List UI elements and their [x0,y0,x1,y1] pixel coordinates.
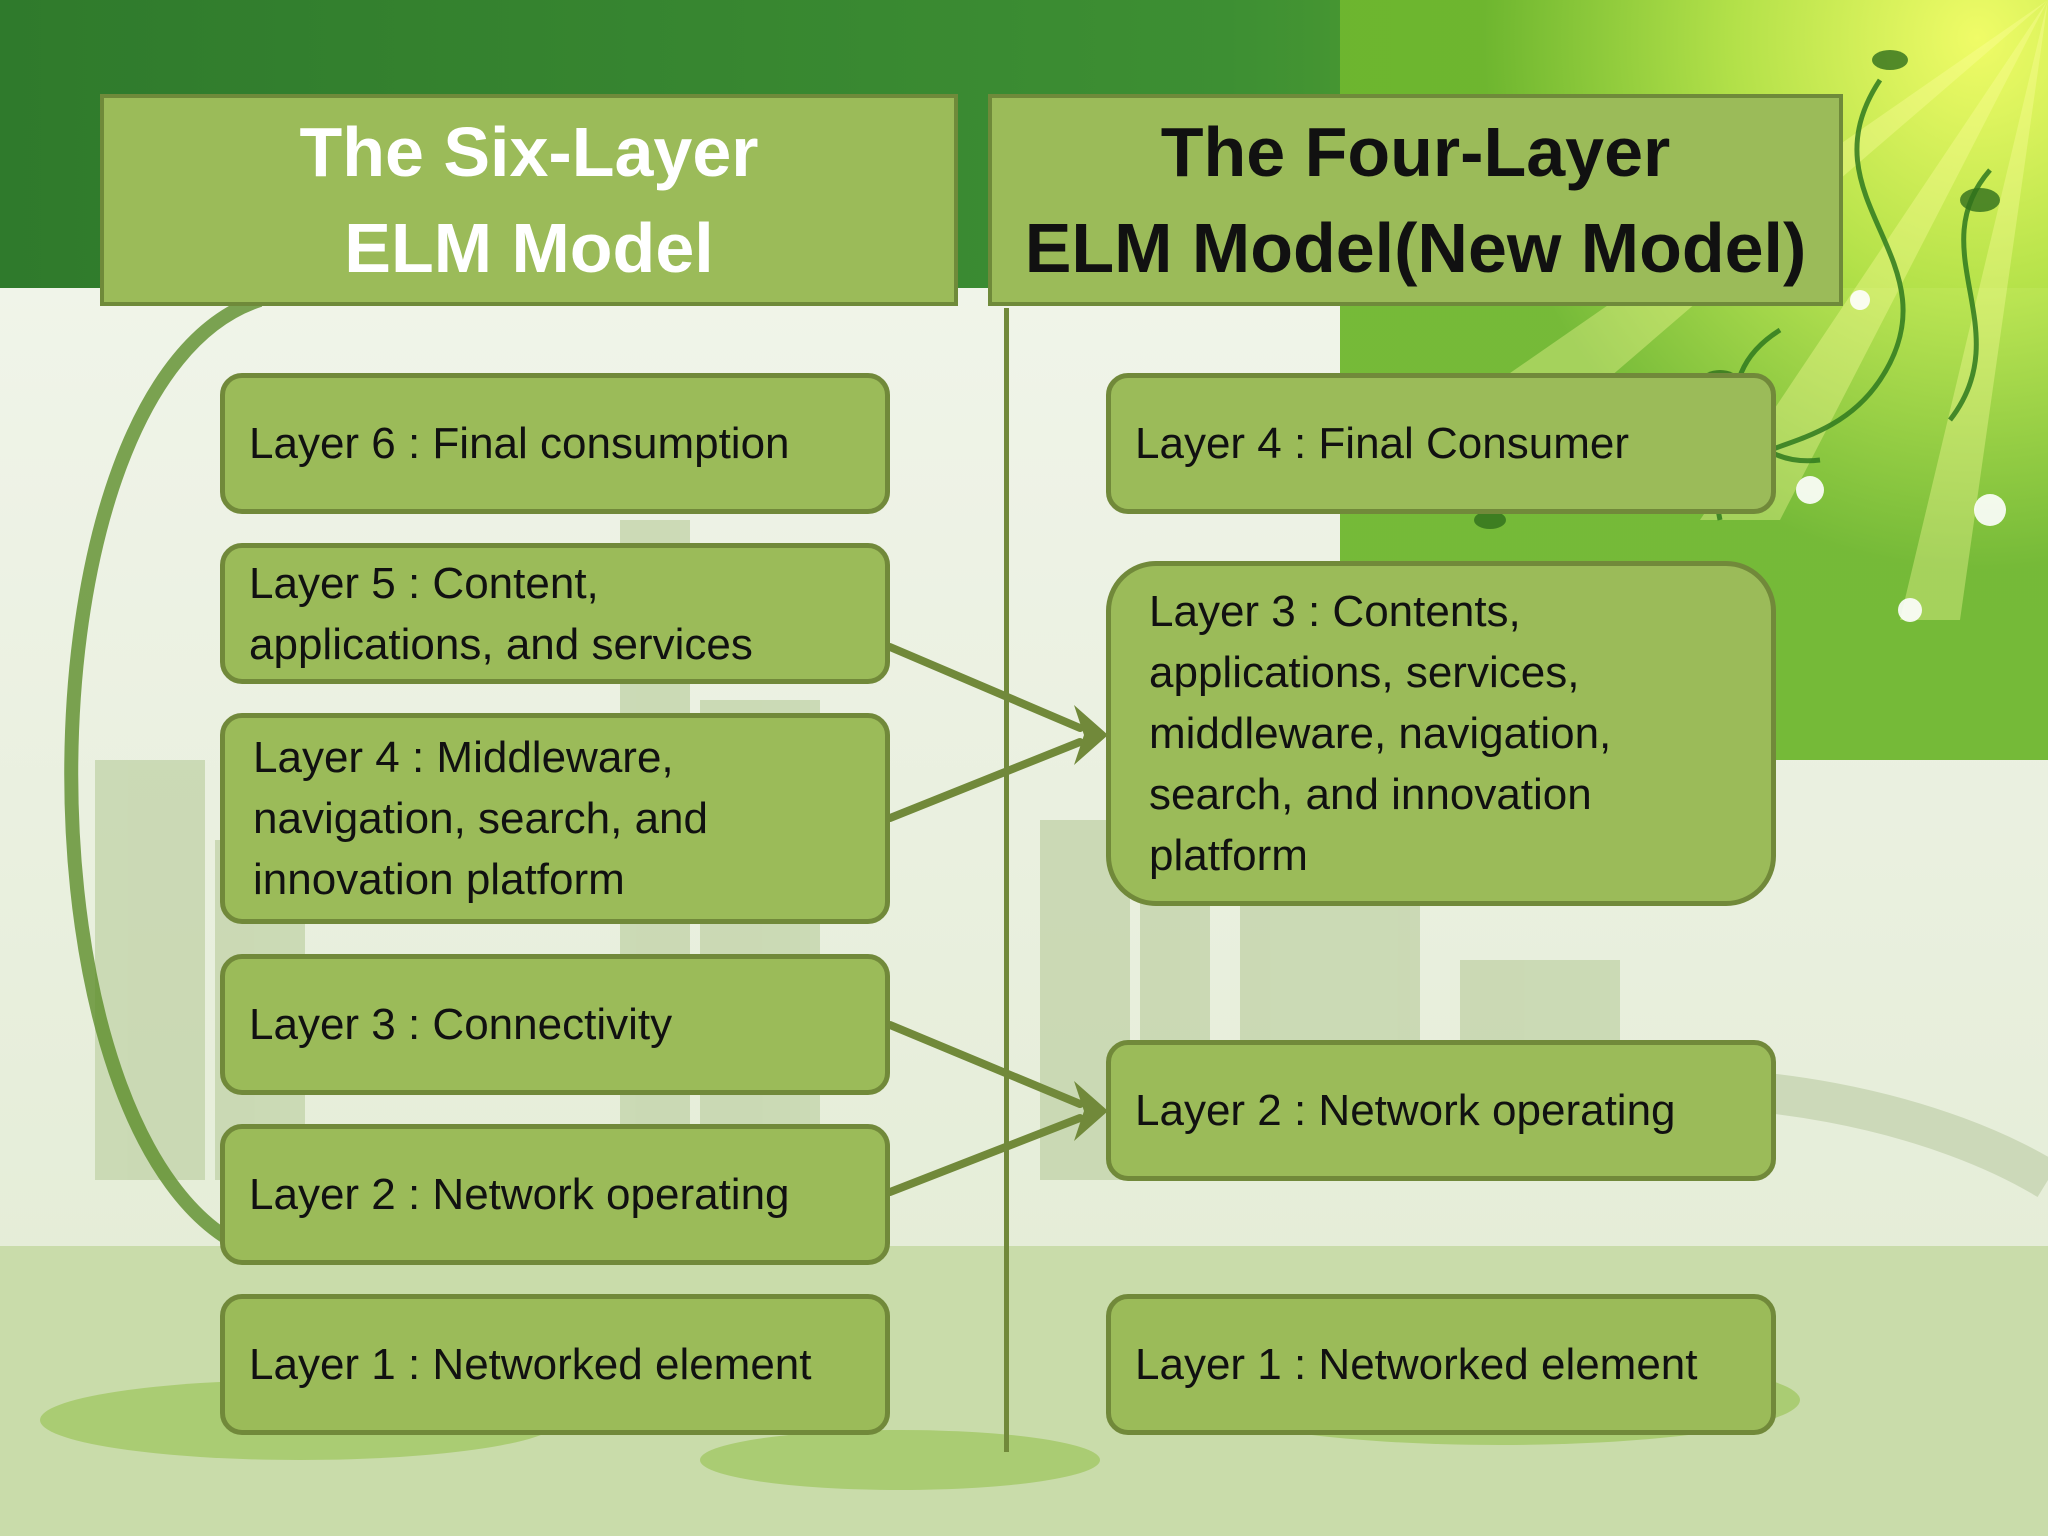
six-layer-box-2: Layer 2 : Network operating [220,1124,890,1265]
six-layer-box-6: Layer 6 : Final consumption [220,373,890,514]
four-layer-title-line1: The Four-Layer [1160,113,1671,191]
arrow-layer3-to-new-layer2 [886,1021,1084,1108]
four-layer-box-1: Layer 1 : Networked element [1106,1294,1776,1435]
six-layer-box-1: Layer 1 : Networked element [220,1294,890,1435]
six-layer-title-line2: ELM Model [344,209,714,287]
arrowhead-new-layer2 [1074,1081,1108,1141]
six-layer-label: Layer 4 : Middleware, navigation, search… [253,733,708,904]
center-divider [1004,308,1009,1452]
four-layer-box-3: Layer 3 : Contents, applications, servic… [1106,561,1776,906]
six-layer-label: Layer 5 : Content, applications, and ser… [249,558,753,669]
arrow-layer4-to-new-layer3 [886,738,1084,822]
four-layer-title-line2: ELM Model(New Model) [1024,209,1807,287]
six-layer-box-4: Layer 4 : Middleware, navigation, search… [220,713,890,924]
six-layer-box-3: Layer 3 : Connectivity [220,954,890,1095]
six-layer-box-5: Layer 5 : Content, applications, and ser… [220,543,890,684]
arrowhead-new-layer3 [1074,705,1108,765]
six-layer-label: Layer 2 : Network operating [249,1170,790,1219]
four-layer-header: The Four-Layer ELM Model(New Model) [988,94,1843,306]
six-layer-title-line1: The Six-Layer [299,113,759,191]
six-layer-label: Layer 6 : Final consumption [249,419,790,468]
four-layer-label: Layer 4 : Final Consumer [1135,419,1629,468]
six-layer-header: The Six-Layer ELM Model [100,94,958,306]
six-layer-label: Layer 3 : Connectivity [249,1000,673,1049]
arrow-layer5-to-new-layer3 [886,643,1084,732]
four-layer-box-4: Layer 4 : Final Consumer [1106,373,1776,514]
four-layer-label: Layer 3 : Contents, applications, servic… [1149,587,1612,880]
four-layer-box-2: Layer 2 : Network operating [1106,1040,1776,1181]
six-layer-label: Layer 1 : Networked element [249,1340,812,1389]
arrow-layer2-to-new-layer2 [886,1114,1084,1196]
four-layer-label: Layer 2 : Network operating [1135,1086,1676,1135]
four-layer-label: Layer 1 : Networked element [1135,1340,1698,1389]
